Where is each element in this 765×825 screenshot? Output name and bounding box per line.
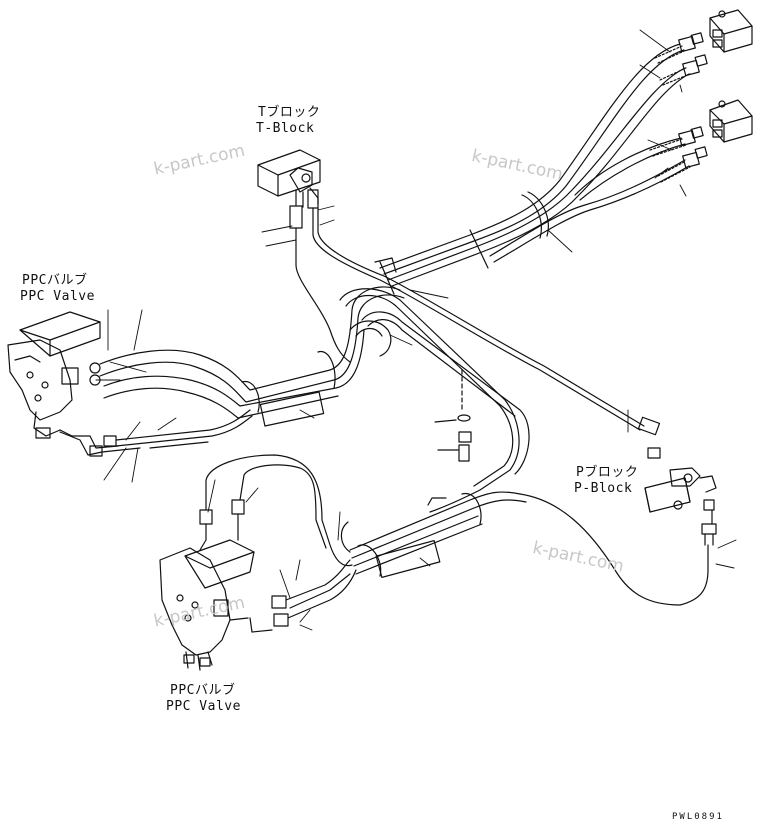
p-block — [637, 416, 717, 546]
center-clamps — [349, 320, 472, 462]
lower-ppc-valve-label-en: PPC Valve — [166, 699, 241, 714]
lower-ppc-hoses — [199, 454, 527, 633]
p-block-label-jp: Pブロック — [576, 465, 639, 480]
t-block — [257, 149, 321, 208]
t-block-label-jp: Tブロック — [258, 105, 321, 120]
p-block-loop-hose — [519, 493, 709, 606]
p-block-label-en: P-Block — [574, 481, 633, 496]
right-lower-valve-block — [709, 99, 753, 143]
upper-ppc-valve-label-en: PPC Valve — [20, 289, 95, 304]
upper-ppc-valve-label-jp: PPCバルブ — [22, 273, 88, 288]
upper-ppc-valve — [7, 311, 101, 439]
right-hose-bundle — [374, 43, 691, 295]
drawing-code: PWL0891 — [672, 812, 724, 822]
leader-lines — [95, 29, 737, 631]
t-block-label-en: T-Block — [256, 121, 315, 136]
upper-ppc-hoses — [59, 286, 405, 457]
lower-ppc-valve-label-jp: PPCバルブ — [170, 683, 236, 698]
t-block-hoses — [289, 189, 645, 431]
center-crossing-hoses — [339, 288, 530, 513]
lower-ppc-valve — [159, 539, 255, 671]
right-upper-valve-block — [709, 9, 753, 53]
right-fittings — [678, 32, 708, 169]
